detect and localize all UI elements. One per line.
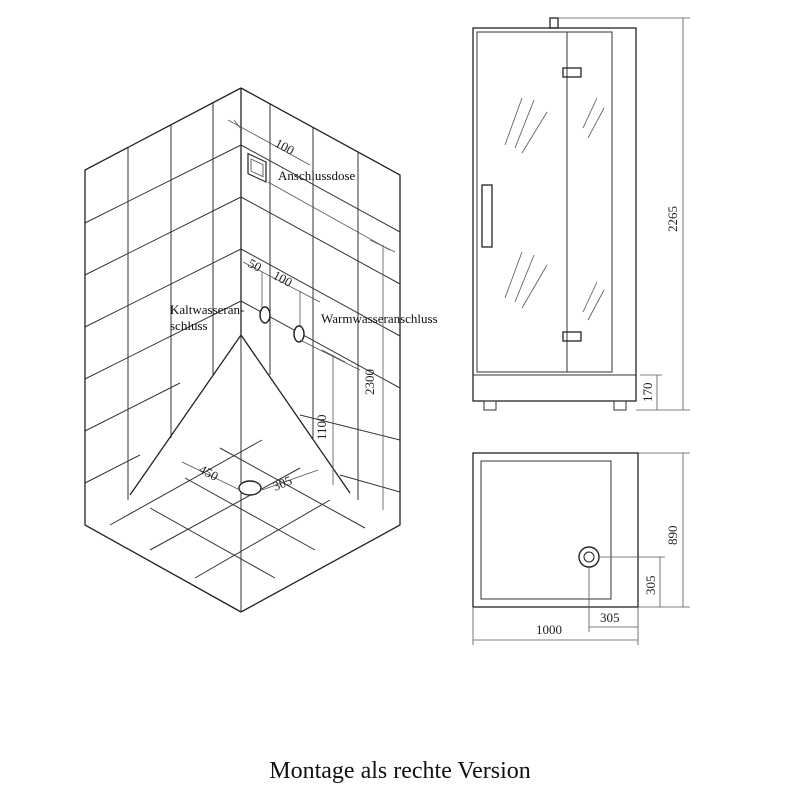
base-height-value: 170: [640, 383, 655, 403]
cabin-height-value: 2265: [665, 206, 680, 232]
top-hinge: [562, 67, 582, 78]
left-wall-outline: [84, 87, 242, 613]
floor-drain-icon: [238, 480, 262, 496]
caption: Montage als rechte Version: [269, 758, 531, 784]
drain-front-value: 305: [600, 610, 620, 625]
width-value: 1000: [536, 622, 562, 637]
warm-water-valve-icon: [293, 325, 305, 343]
box-offset-value: 100: [273, 135, 297, 157]
drain-side-value: 305: [643, 576, 658, 596]
warm-water-label: Warmwasseranschluss: [321, 311, 438, 326]
drain-y-value: 305: [271, 473, 295, 494]
isometric-corner-view: 100 Anschlussdose 50 100 Kaltwasseran- s…: [84, 87, 438, 613]
connection-box-label: Anschlussdose: [278, 168, 356, 183]
tray-outline: [472, 452, 639, 608]
depth-value: 890: [665, 526, 680, 546]
drain-dimensions: [181, 461, 319, 491]
valve-height-dimension: [299, 339, 361, 485]
front-elevation-view: 2265 170: [472, 17, 690, 411]
right-wall-outline: [240, 87, 401, 613]
bottom-hinge: [562, 331, 582, 342]
cold-water-label-line2: schluss: [170, 318, 208, 333]
door-handle: [481, 184, 493, 248]
glass-reflections: [504, 97, 605, 321]
cabin-height-dimension: [558, 17, 690, 411]
total-height-value: 2300: [362, 369, 377, 395]
cold-offset-value: 50: [246, 255, 265, 274]
left-wall-tiles: [84, 103, 242, 500]
plan-dimensions: [472, 452, 690, 645]
warm-offset-value: 100: [271, 267, 295, 289]
connection-box: [247, 152, 267, 183]
cold-water-valve-icon: [259, 306, 271, 324]
box-offset-dimension: [227, 119, 311, 166]
total-height-dimension: [369, 239, 396, 510]
cabin-body: [472, 27, 637, 402]
plan-view: 890 305 1000 305: [472, 452, 690, 645]
floor-tiles: [109, 335, 366, 612]
valve-height-value: 1100: [314, 414, 329, 440]
cold-water-label-line1: Kaltwasseran-: [170, 302, 244, 317]
